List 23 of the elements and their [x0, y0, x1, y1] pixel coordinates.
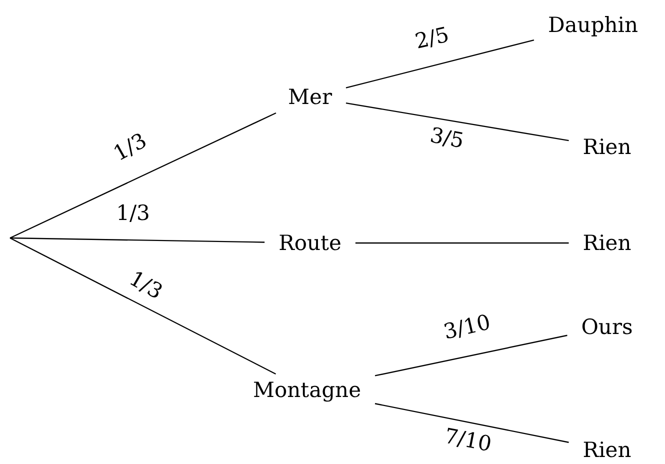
outcome-label: Ours — [567, 311, 647, 343]
probability-label: 1/3 — [109, 128, 151, 166]
probability-label: 1/3 — [116, 201, 150, 225]
outcome-label: Rien — [568, 227, 646, 259]
outcome-label: Dauphin — [534, 9, 652, 41]
outcome-label: Route — [264, 227, 356, 259]
probability-label: 7/10 — [442, 424, 494, 456]
probability-label: 2/5 — [412, 22, 452, 54]
branch-line — [374, 334, 568, 376]
branch-line — [355, 242, 569, 244]
probability-label: 3/10 — [441, 310, 493, 344]
probability-label: 1/3 — [125, 266, 167, 304]
probability-label: 3/5 — [428, 123, 466, 153]
branch-line — [346, 39, 534, 88]
branch-line — [10, 112, 276, 239]
branch-line — [10, 237, 276, 375]
outcome-label: Montagne — [238, 374, 376, 406]
outcome-label: Rien — [568, 434, 646, 464]
outcome-label: Mer — [274, 81, 346, 113]
branch-line — [10, 237, 265, 243]
outcome-label: Rien — [568, 131, 646, 163]
branch-line — [374, 403, 569, 443]
branch-line — [346, 102, 569, 142]
